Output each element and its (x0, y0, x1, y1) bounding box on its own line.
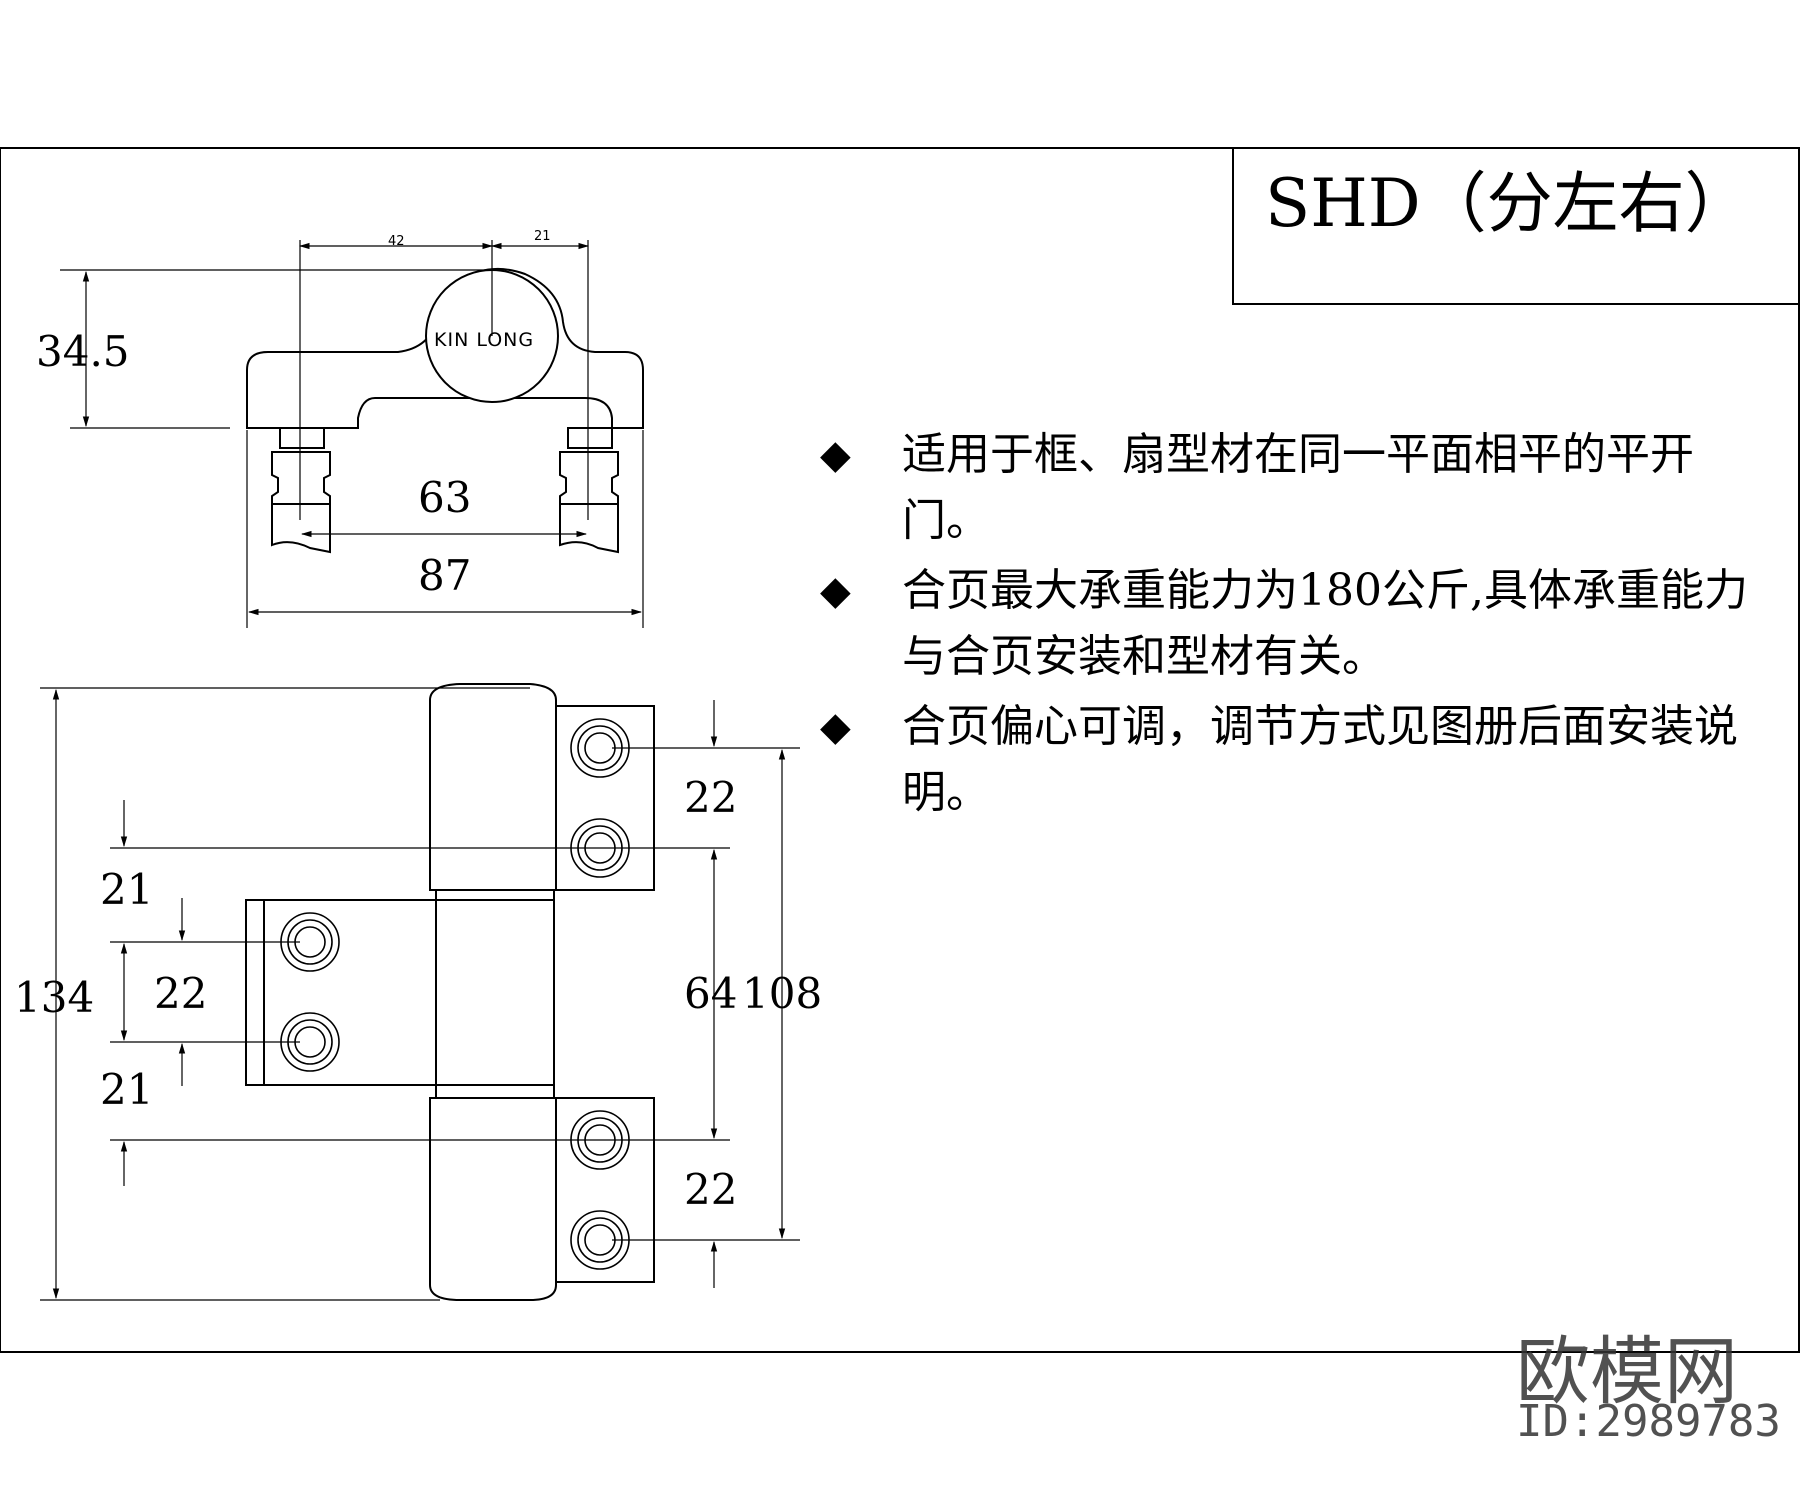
title-block (1232, 147, 1800, 305)
dim-right-mid: 64 (684, 969, 737, 1018)
hinge-front-view (245, 683, 655, 1301)
note-text: 适用于框、扇型材在同一平面相平的平开门。 (902, 429, 1694, 546)
dim-upper-gap: 21 (100, 865, 153, 914)
notes-list: ◆ 适用于框、扇型材在同一平面相平的平开门。 ◆ 合页最大承重能力为180公斤,… (820, 422, 1750, 830)
note-text: 合页偏心可调，调节方式见图册后面安装说明。 (902, 701, 1738, 818)
drawing-title: SHD（分左右） (1265, 165, 1751, 242)
dim-right-bottom: 22 (684, 1165, 737, 1214)
dim-top-left: 42 (388, 234, 405, 249)
dim-height: 34.5 (36, 327, 130, 376)
dim-right-top: 22 (684, 773, 737, 822)
note-item: ◆ 合页最大承重能力为180公斤,具体承重能力与合页安装和型材有关。 (820, 558, 1750, 690)
dim-inner-width: 63 (418, 473, 471, 522)
dim-middle: 22 (154, 969, 207, 1018)
dim-total-height: 134 (14, 973, 94, 1022)
drawing-frame (0, 147, 1800, 1353)
diamond-bullet-icon: ◆ (820, 432, 851, 478)
dim-outer-width: 87 (418, 551, 471, 600)
watermark-id: ID:2989783 (1516, 1396, 1781, 1447)
front-view-dimension-lines (40, 687, 800, 1301)
kinlong-logo-text: KIN LONG (434, 329, 534, 351)
diamond-bullet-icon: ◆ (820, 704, 851, 750)
dim-top-right: 21 (534, 229, 551, 244)
note-item: ◆ 适用于框、扇型材在同一平面相平的平开门。 (820, 422, 1750, 554)
dim-right-outer: 108 (742, 969, 822, 1018)
diamond-bullet-icon: ◆ (820, 568, 851, 614)
dim-lower-gap: 21 (100, 1065, 153, 1114)
watermark-brand: 欧模网 (1516, 1329, 1738, 1415)
note-text: 合页最大承重能力为180公斤,具体承重能力与合页安装和型材有关。 (902, 565, 1748, 682)
note-item: ◆ 合页偏心可调，调节方式见图册后面安装说明。 (820, 694, 1750, 826)
top-view-dimension-lines (60, 240, 644, 628)
